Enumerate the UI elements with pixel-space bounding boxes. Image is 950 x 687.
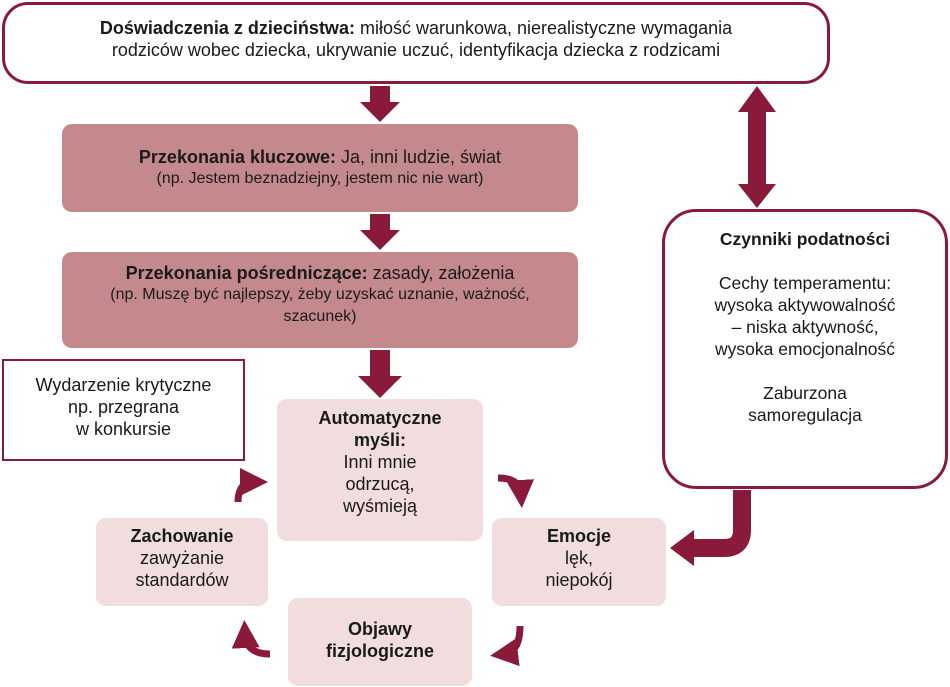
arrow-emotions-to-physiological (490, 625, 524, 667)
critical-event-line3: w konkursie (75, 419, 172, 439)
vulnerability-reg-line2: samoregulacja (748, 405, 862, 425)
physiological-title-line1: Objawy (347, 619, 413, 639)
arrow-childhood-to-core (360, 86, 400, 122)
behavior-title: Zachowanie (130, 526, 234, 546)
childhood-text-line2: rodziców wobec dziecka, ukrywanie uczuć,… (111, 40, 721, 60)
childhood-title: Doświadczenia z dzieciństwa: (99, 18, 355, 38)
behavior-line1: zawyżanie (139, 548, 225, 568)
intermediate-beliefs-title: Przekonania pośredniczące: (125, 263, 368, 283)
core-beliefs-title: Przekonania kluczowe: (138, 147, 336, 167)
physiological-box: Objawy fizjologiczne (288, 598, 472, 686)
core-beliefs-example: (np. Jestem beznadziejny, jestem nic nie… (156, 170, 484, 187)
critical-event-line1: Wydarzenie krytyczne (35, 375, 212, 395)
arrow-core-to-intermediate (360, 214, 400, 250)
vulnerability-temp-line4: wysoka emocjonalność (715, 339, 895, 359)
vulnerability-temp-line2: wysoka aktywowalność (714, 295, 896, 315)
arrow-thoughts-to-emotions (497, 474, 535, 508)
automatic-thoughts-line3: wyśmieją (342, 496, 417, 516)
vulnerability-temp-line1: Cechy temperamentu: (718, 273, 892, 293)
intermediate-beliefs-box: Przekonania pośredniczące: zasady, założ… (62, 252, 578, 348)
emotions-box: Emocje lęk, niepokój (492, 518, 666, 606)
critical-event-box: Wydarzenie krytyczne np. przegrana w kon… (2, 359, 245, 461)
physiological-title-line2: fizjologiczne (326, 641, 434, 661)
behavior-line2: standardów (135, 570, 229, 590)
childhood-text-line1: miłość warunkowa, nierealistyczne wymaga… (354, 18, 733, 38)
behavior-box: Zachowanie zawyżanie standardów (96, 518, 268, 606)
vulnerability-temp-line3: – niska aktywność, (731, 317, 879, 337)
automatic-thoughts-title-line1: Automatyczne (318, 408, 442, 428)
emotions-line1: lęk, (564, 548, 593, 568)
core-beliefs-box: Przekonania kluczowe: Ja, inni ludzie, ś… (62, 124, 578, 212)
arrow-behavior-to-thoughts (234, 468, 268, 503)
emotions-title: Emocje (546, 526, 612, 546)
automatic-thoughts-box: Automatyczne myśli: Inni mnie odrzucą, w… (277, 399, 483, 541)
arrow-physiological-to-behavior (231, 620, 271, 658)
critical-event-line2: np. przegrana (67, 397, 180, 417)
childhood-experiences-box: Doświadczenia z dzieciństwa: miłość waru… (2, 2, 830, 84)
automatic-thoughts-line2: odrzucą, (345, 474, 415, 494)
intermediate-beliefs-text: zasady, założenia (367, 263, 515, 283)
vulnerability-factors-box: Czynniki podatności Cechy temperamentu: … (662, 209, 948, 489)
intermediate-beliefs-example-line1: (np. Muszę być najlepszy, żeby uzyskać u… (110, 286, 530, 303)
arrow-vulnerability-to-emotions (670, 490, 751, 566)
arrow-intermediate-to-thoughts (358, 350, 402, 398)
double-arrow-childhood-vulnerability (738, 86, 776, 208)
vulnerability-title: Czynniki podatności (719, 229, 891, 249)
core-beliefs-text: Ja, inni ludzie, świat (335, 147, 502, 167)
intermediate-beliefs-example-line2: szacunek) (283, 308, 357, 325)
vulnerability-reg-line1: Zaburzona (763, 383, 847, 403)
automatic-thoughts-line1: Inni mnie (343, 452, 417, 472)
emotions-line2: niepokój (545, 570, 613, 590)
automatic-thoughts-title-line2: myśli: (353, 430, 407, 450)
